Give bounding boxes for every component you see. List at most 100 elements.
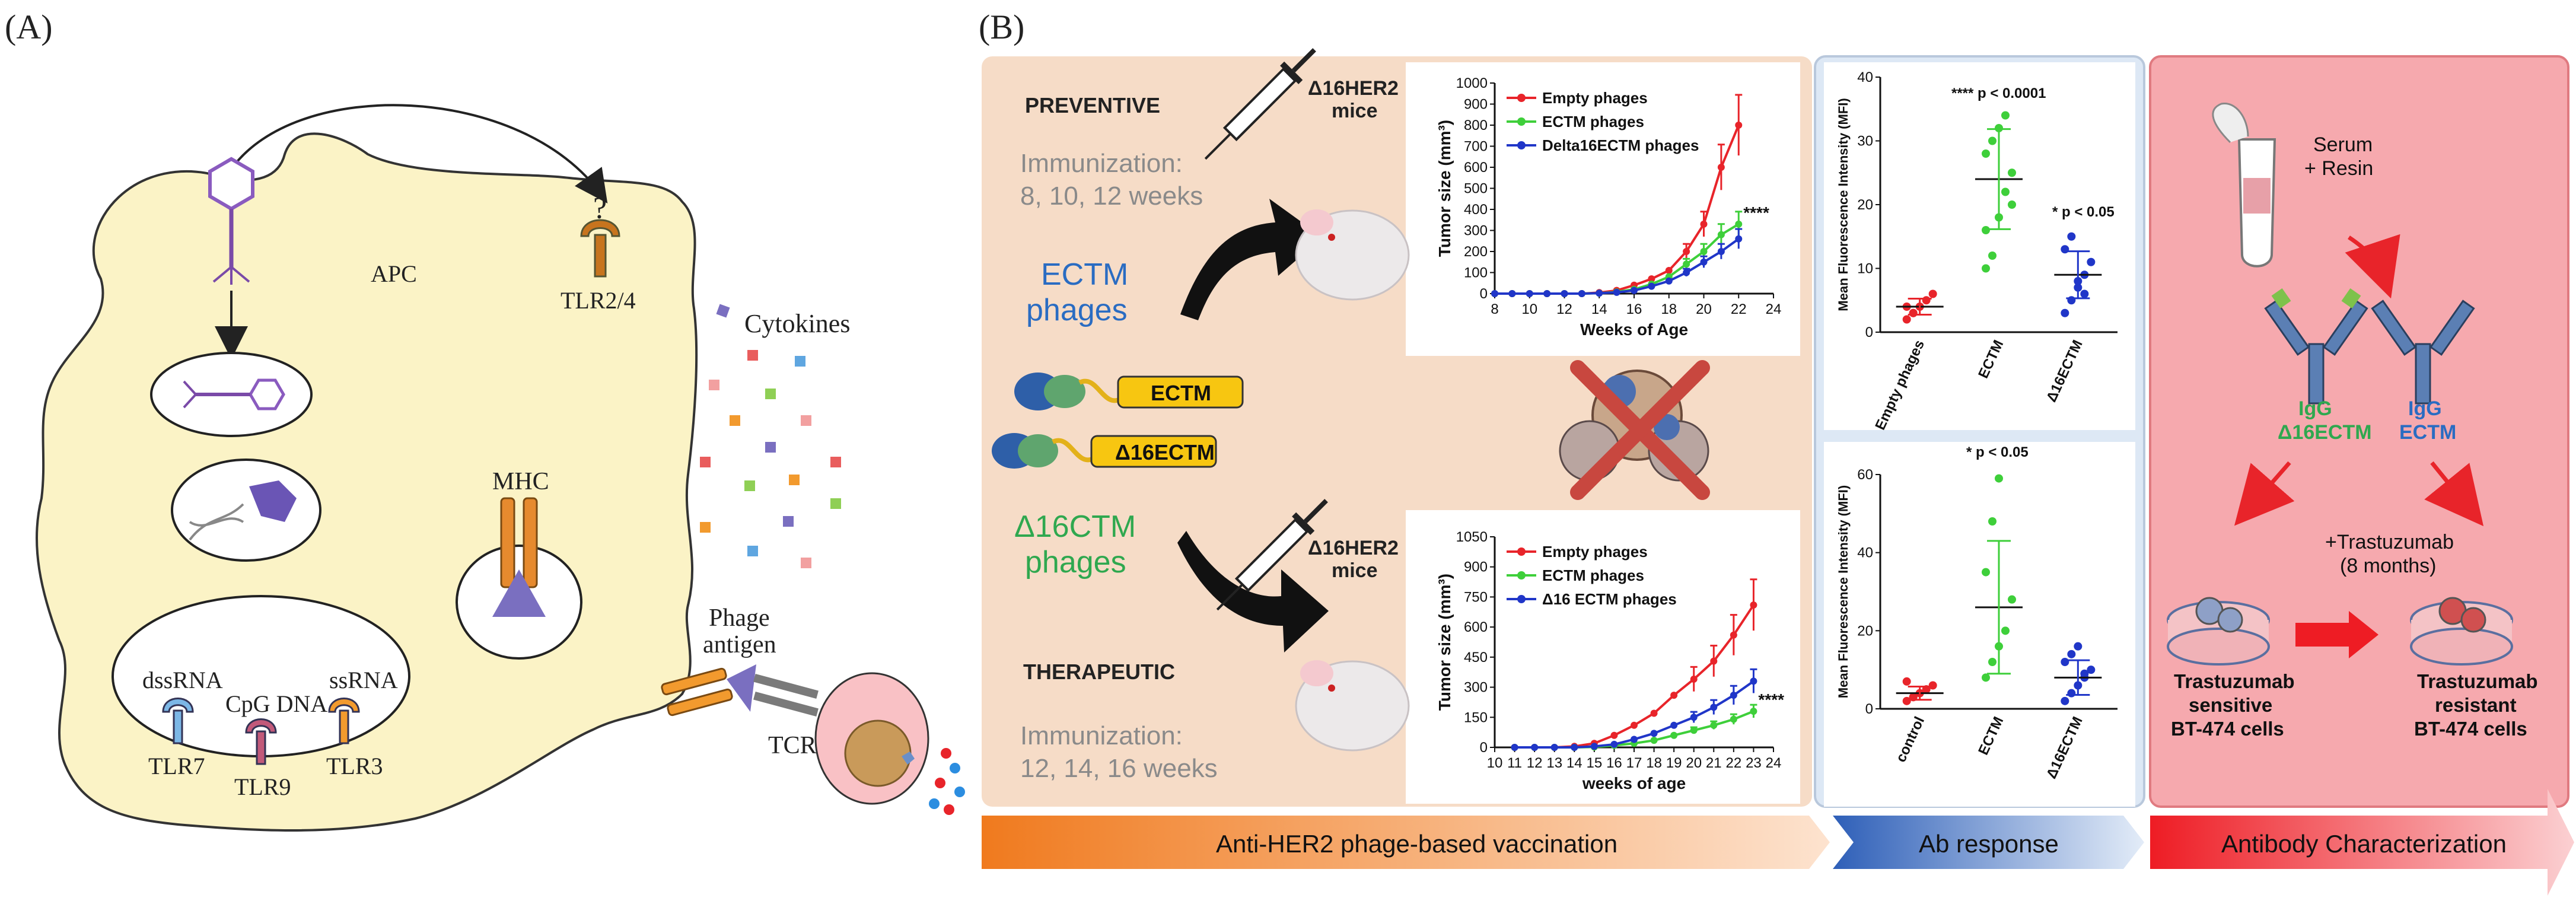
data-point	[1902, 315, 1911, 324]
x-axis-label: weeks of age	[1582, 774, 1686, 792]
series-point-0	[1650, 709, 1658, 717]
label-sens-2: sensitive	[2189, 694, 2272, 716]
series-point-1	[1650, 737, 1658, 744]
y-tick-label: 0	[1865, 324, 1873, 340]
x-tick-label: 19	[1666, 755, 1682, 771]
x-tick-label: 16	[1626, 301, 1642, 317]
label-cpg: CpG DNA	[225, 690, 327, 717]
label-res-3: BT-474 cells	[2414, 718, 2527, 740]
label-tlr9: TLR9	[234, 773, 291, 800]
series-point-0	[1631, 721, 1638, 729]
legend-label: ECTM phages	[1542, 113, 1644, 130]
y-tick-label: 1050	[1456, 529, 1488, 545]
legend-marker	[1517, 547, 1526, 556]
label-mice-ther-1: Δ16HER2	[1308, 537, 1399, 559]
x-tick-label: 22	[1731, 301, 1747, 317]
dish-resistant-icon	[2410, 597, 2513, 666]
label-phage-antigen-2: antigen	[703, 631, 776, 658]
chart4-card	[1824, 442, 2135, 807]
panel-b-diagram: PREVENTIVE Immunization: 8, 10, 12 weeks…	[982, 48, 2574, 896]
tlr7-receptor-icon	[162, 698, 194, 744]
igg-d16ectm-icon	[2264, 288, 2368, 405]
series-point-2	[1491, 290, 1498, 297]
x-tick-label: 20	[1696, 301, 1712, 317]
phage-icon	[208, 157, 254, 285]
y-tick-label: 200	[1464, 244, 1488, 260]
data-point	[2061, 308, 2069, 317]
label-banner-ab: Ab response	[1919, 830, 2059, 858]
data-point	[2001, 187, 2010, 196]
tumor-cells-crossed	[1559, 360, 1710, 500]
phage-in-endosome-icon	[183, 378, 285, 410]
legend-marker	[1517, 141, 1526, 149]
y-tick-label: 150	[1464, 709, 1488, 725]
label-tlr24: TLR2/4	[561, 287, 636, 314]
series-point-2	[1511, 744, 1518, 751]
y-tick-label: 500	[1464, 181, 1488, 197]
series-point-2	[1590, 743, 1598, 750]
data-point	[2008, 595, 2016, 604]
data-point	[1982, 673, 1990, 682]
series-point-0	[1610, 731, 1618, 739]
x-tick-label: 17	[1626, 755, 1642, 771]
label-construct-ectm: ECTM	[1151, 381, 1211, 405]
tcell-secretion-dots	[929, 748, 965, 815]
y-axis-label: Tumor size (mm³)	[1435, 120, 1454, 257]
label-therapeutic: THERAPEUTIC	[1023, 660, 1175, 684]
significance-label: ****	[1758, 690, 1784, 709]
significance-label: * p < 0.05	[1966, 444, 2029, 460]
dna-icon	[189, 503, 244, 541]
y-tick-label: 900	[1464, 559, 1488, 575]
data-point	[1982, 226, 1990, 234]
igg-ectm-icon	[2371, 300, 2475, 405]
x-tick-label: 8	[1491, 301, 1498, 317]
legend-label: Empty phages	[1542, 89, 1648, 107]
banner-vaccination	[982, 816, 1830, 869]
label-tlr3: TLR3	[326, 753, 383, 779]
series-point-2	[1508, 290, 1516, 297]
y-tick-label: 600	[1464, 619, 1488, 635]
label-sens-3: BT-474 cells	[2171, 718, 2284, 740]
y-tick-label: 900	[1464, 97, 1488, 113]
data-point	[2067, 650, 2076, 658]
data-point	[1988, 658, 1997, 666]
data-point	[2008, 168, 2016, 177]
label-trastuzumab-1: +Trastuzumab	[2325, 531, 2454, 553]
x-tick-label: 18	[1646, 755, 1662, 771]
panel-a-diagram: APC ? TLR2/4 Cytokines MHC dssRNA CpG DN…	[36, 104, 965, 832]
arrow-preventive	[1180, 199, 1323, 320]
data-point	[2067, 232, 2076, 241]
significance-label: ****	[1743, 203, 1769, 222]
mouse-icon-ther	[1295, 660, 1410, 752]
label-preventive: PREVENTIVE	[1025, 93, 1160, 117]
series-point-2	[1561, 290, 1568, 297]
data-point	[2080, 669, 2089, 678]
legend-marker	[1517, 117, 1526, 126]
data-point	[1909, 308, 1918, 317]
data-point	[1995, 474, 2003, 483]
construct-d16ectm	[992, 433, 1217, 469]
y-tick-label: 30	[1857, 133, 1873, 149]
label-phage-antigen-1: Phage	[709, 604, 770, 632]
y-tick-label: 0	[1865, 701, 1873, 717]
label-apc: APC	[371, 260, 417, 287]
y-tick-label: 60	[1857, 467, 1873, 483]
label-immun-ther-1: Immunization:	[1020, 721, 1183, 750]
y-tick-label: 600	[1464, 160, 1488, 176]
label-resin: + Resin	[2304, 157, 2373, 180]
data-point	[2080, 289, 2089, 298]
legend-label: Empty phages	[1542, 543, 1648, 561]
mhc-molecule-icon	[492, 497, 546, 617]
y-tick-label: 100	[1464, 265, 1488, 281]
series-point-0	[1670, 692, 1678, 699]
legend-label: Δ16 ECTM phages	[1542, 590, 1677, 608]
label-igg-ectm-2: ECTM	[2399, 421, 2456, 444]
data-point	[2067, 689, 2076, 698]
data-point	[1928, 681, 1937, 690]
tube-icon	[2212, 103, 2276, 268]
x-tick-label: 11	[1507, 755, 1522, 771]
tlr9-receptor-icon	[245, 718, 277, 765]
tlr24-receptor-icon	[580, 219, 620, 278]
label-tlr7: TLR7	[148, 753, 205, 779]
